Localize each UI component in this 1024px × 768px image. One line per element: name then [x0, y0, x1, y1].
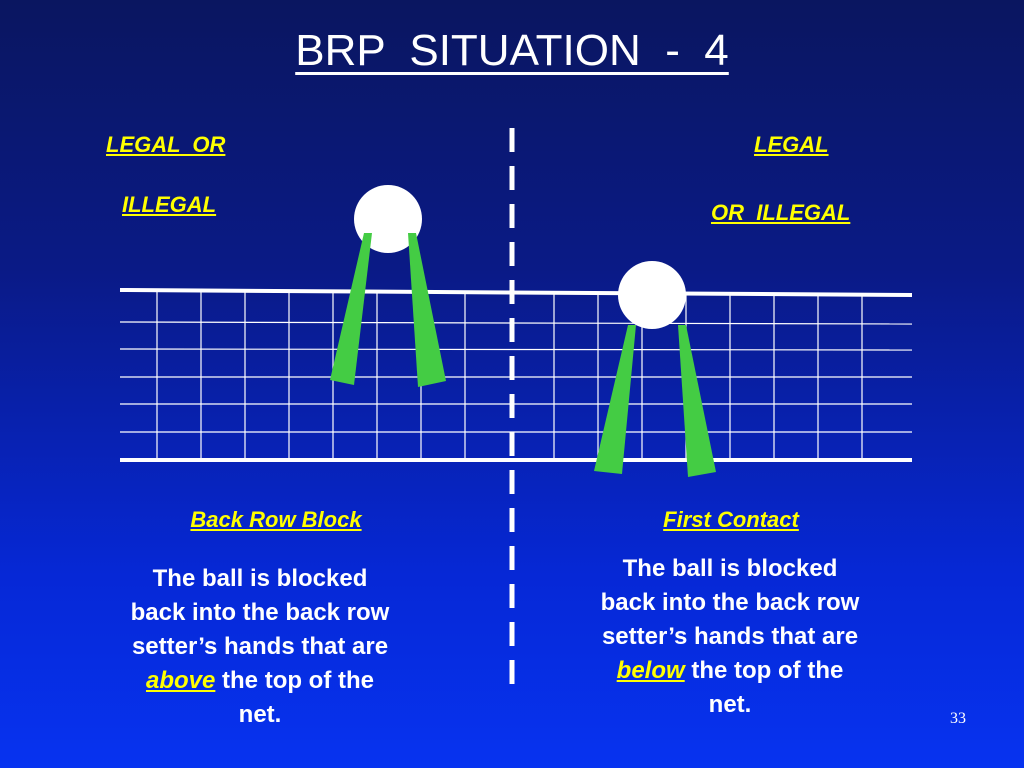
- right-question-line2: OR ILLEGAL: [711, 200, 851, 225]
- left-question-line2: ILLEGAL: [122, 192, 217, 217]
- hand-left-1: [330, 233, 372, 385]
- volleyball-net: [119, 288, 913, 462]
- right-description-text: The ball is blocked back into the back r…: [600, 555, 860, 650]
- left-caption: Back Row Block: [190, 507, 362, 532]
- hand-right-1: [594, 325, 636, 474]
- right-caption: First Contact: [663, 507, 799, 532]
- slide-title: BRP SITUATION - 4: [295, 26, 729, 75]
- left-description-text: The ball is blocked back into the back r…: [130, 565, 390, 660]
- hand-left-2: [408, 233, 446, 387]
- right-description-highlight: below: [616, 657, 685, 684]
- right-description-text-end: the top of the net.: [684, 657, 844, 718]
- page-number: 33: [950, 710, 966, 727]
- ball-right: [618, 261, 686, 329]
- hand-right-2: [678, 325, 716, 477]
- right-description: The ball is blocked back into the back r…: [596, 552, 864, 722]
- left-description-highlight: above: [145, 667, 216, 694]
- net-mesh-horizontal: [119, 321, 913, 433]
- left-description: The ball is blocked back into the back r…: [126, 562, 394, 732]
- right-question-line1: LEGAL: [754, 132, 829, 157]
- left-question-line1: LEGAL OR: [106, 132, 226, 157]
- net-top-tape: [119, 288, 913, 297]
- left-description-text-end: the top of the net.: [215, 667, 374, 728]
- net-mesh-vertical: [156, 291, 863, 460]
